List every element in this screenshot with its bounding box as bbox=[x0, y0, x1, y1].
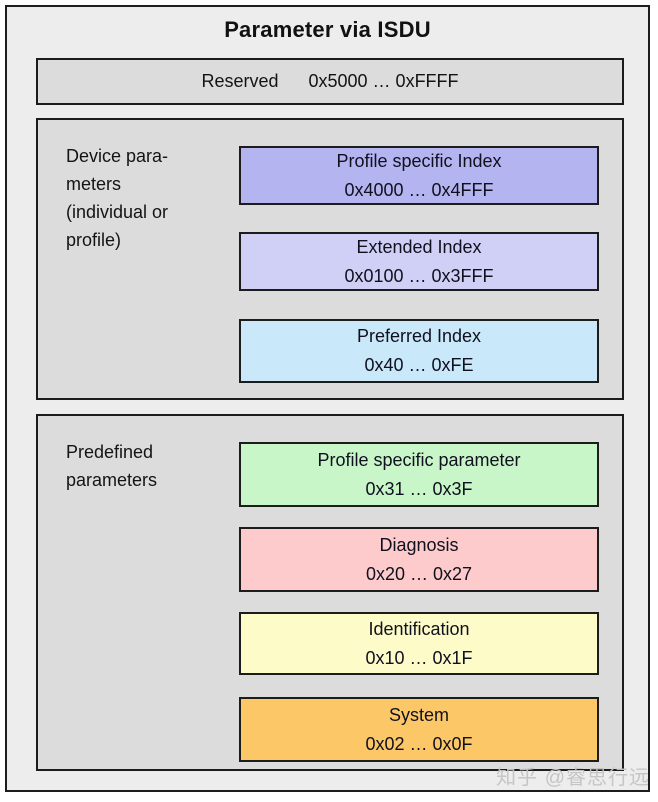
range-box-title: Profile specific Index bbox=[336, 150, 502, 171]
range-box-range: 0x40 … 0xFE bbox=[364, 355, 474, 375]
range-box-title: Profile specific parameter bbox=[317, 449, 521, 470]
isdu-parameter-diagram: Parameter via ISDU Reserved 0x5000 … 0xF… bbox=[5, 5, 650, 792]
device-parameters-label: Device para- meters (individual or profi… bbox=[66, 146, 169, 250]
range-box-title: Extended Index bbox=[356, 236, 482, 257]
range-box-range: 0x20 … 0x27 bbox=[365, 563, 473, 584]
predefined-parameters-label: Predefined parameters bbox=[66, 442, 158, 490]
range-box-range: 0x31 … 0x3F bbox=[365, 478, 473, 499]
range-box-title: Preferred Index bbox=[356, 326, 482, 346]
range-box-system: System 0x02 … 0x0F bbox=[239, 697, 599, 762]
range-box-range: 0x10 … 0x1F bbox=[365, 647, 473, 668]
range-box-reserved: Reserved 0x5000 … 0xFFFF bbox=[36, 58, 624, 105]
range-box-identification: Identification 0x10 … 0x1F bbox=[239, 612, 599, 675]
range-box-profile-specific-index: Profile specific Index 0x4000 … 0x4FFF bbox=[239, 146, 599, 205]
reserved-label: Reserved bbox=[201, 71, 279, 91]
range-box-title: Identification bbox=[368, 618, 470, 639]
section-device-parameters: Device para- meters (individual or profi… bbox=[36, 118, 624, 400]
range-box-extended-index: Extended Index 0x0100 … 0x3FFF bbox=[239, 232, 599, 291]
reserved-range: 0x5000 … 0xFFFF bbox=[308, 71, 459, 91]
range-box-range: 0x02 … 0x0F bbox=[365, 733, 473, 754]
section-predefined-parameters: Predefined parameters Profile specific p… bbox=[36, 414, 624, 771]
range-box-range: 0x0100 … 0x3FFF bbox=[344, 265, 494, 286]
page-title: Parameter via ISDU bbox=[224, 17, 431, 42]
range-box-diagnosis: Diagnosis 0x20 … 0x27 bbox=[239, 527, 599, 592]
range-box-title: Diagnosis bbox=[379, 534, 459, 555]
range-box-profile-specific-parameter: Profile specific parameter 0x31 … 0x3F bbox=[239, 442, 599, 507]
range-box-preferred-index: Preferred Index 0x40 … 0xFE bbox=[239, 319, 599, 383]
range-box-title: System bbox=[388, 704, 449, 725]
range-box-range: 0x4000 … 0x4FFF bbox=[344, 179, 494, 200]
